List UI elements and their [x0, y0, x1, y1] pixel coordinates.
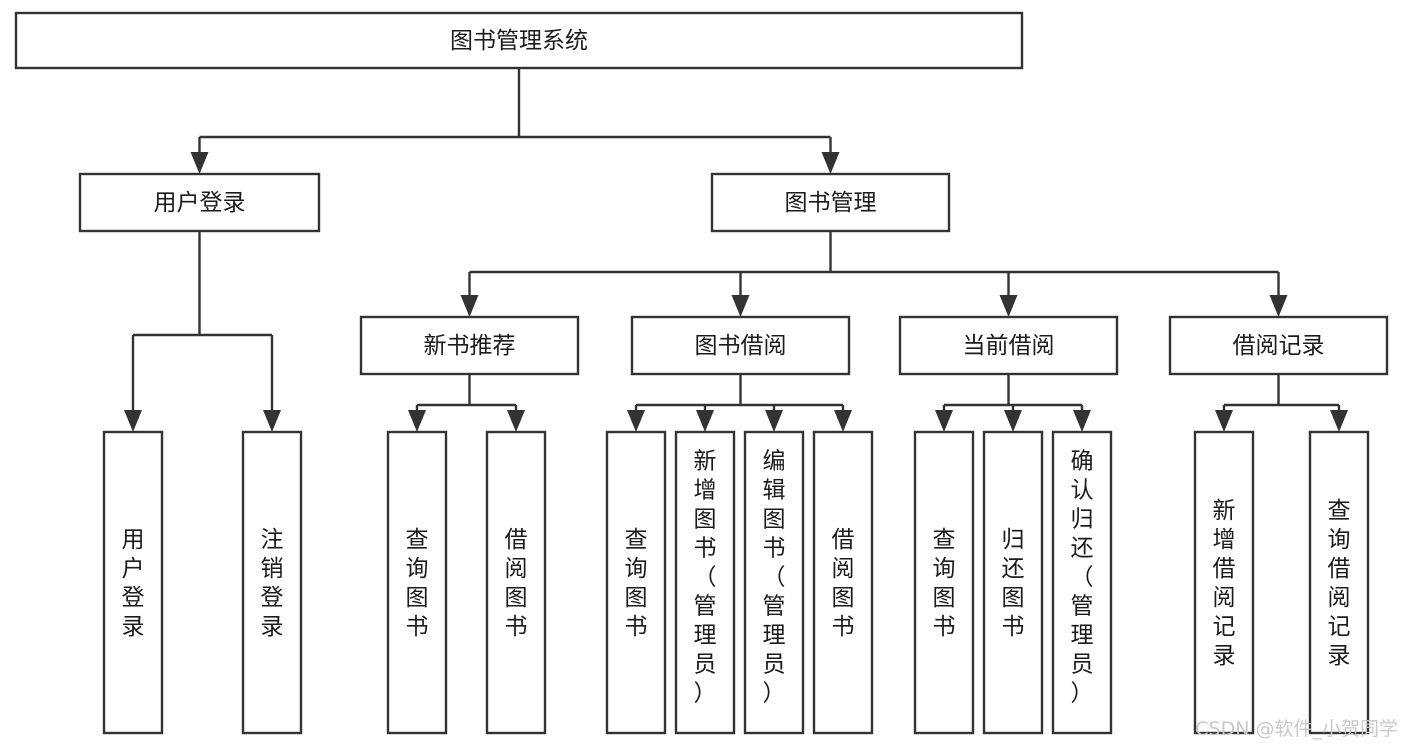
leaf-node-leaf-query-book-2[interactable]: 查询图书: [605, 430, 667, 735]
box-leaf-query-book-3[interactable]: [913, 430, 975, 735]
arrowhead-leaf-add-record: [1215, 410, 1233, 432]
arrowhead-book-borrow: [731, 295, 750, 317]
label-leaf-add-record: 新增借阅记录: [1213, 498, 1236, 669]
level3-node-new-book-recommend[interactable]: 新书推荐: [359, 315, 580, 376]
label-leaf-user-login: 用户登录: [122, 527, 145, 640]
box-leaf-add-record[interactable]: [1193, 430, 1255, 735]
leaf-node-leaf-user-login[interactable]: 用户登录: [102, 430, 164, 735]
label-book-borrow: 图书借阅: [695, 333, 787, 359]
arrowhead-leaf-add-book: [696, 410, 714, 432]
level2-node-user-login[interactable]: 用户登录: [78, 172, 321, 233]
level2-node-book-manage[interactable]: 图书管理: [710, 172, 951, 233]
box-borrow-record[interactable]: [1168, 315, 1389, 376]
label-book-manage: 图书管理: [785, 190, 877, 216]
arrowhead-leaf-query-book-1: [408, 410, 426, 432]
level3-node-current-borrow[interactable]: 当前借阅: [898, 315, 1119, 376]
label-user-login: 用户登录: [154, 190, 246, 216]
label-new-book-recommend: 新书推荐: [424, 333, 516, 359]
leaf-node-leaf-borrow-book-1[interactable]: 借阅图书: [485, 430, 547, 735]
box-leaf-edit-book[interactable]: [743, 430, 805, 735]
leaf-node-leaf-borrow-book-2[interactable]: 借阅图书: [812, 430, 874, 735]
label-leaf-confirm-return: 确认归还（管理员）: [1071, 449, 1094, 707]
connector-layer: [124, 68, 1348, 432]
leaf-node-leaf-edit-book[interactable]: 编辑图书（管理员）: [743, 430, 805, 735]
csdn-watermark: CSDN @软件_小贺同学: [1195, 718, 1398, 740]
arrowhead-borrow-record: [1269, 295, 1288, 317]
label-leaf-query-book-2: 查询图书: [625, 527, 648, 640]
box-leaf-borrow-book-2[interactable]: [812, 430, 874, 735]
node-layer: 图书管理系统用户登录图书管理新书推荐图书借阅当前借阅借阅记录用户登录注销登录查询…: [14, 11, 1389, 735]
box-leaf-logout[interactable]: [241, 430, 303, 735]
box-leaf-query-book-2[interactable]: [605, 430, 667, 735]
arrowhead-leaf-query-book-3: [935, 410, 953, 432]
label-leaf-add-book: 新增图书（管理员）: [694, 449, 717, 707]
arrowhead-leaf-user-login: [124, 410, 142, 432]
label-leaf-borrow-book-1: 借阅图书: [505, 527, 528, 640]
label-leaf-query-book-3: 查询图书: [933, 527, 956, 640]
arrowhead-new-book-recommend: [460, 295, 479, 317]
label-current-borrow: 当前借阅: [963, 333, 1055, 359]
leaf-node-leaf-query-book-1[interactable]: 查询图书: [386, 430, 448, 735]
arrowhead-leaf-query-book-2: [627, 410, 645, 432]
arrowhead-leaf-return-book: [1004, 410, 1022, 432]
arrowhead-user-login: [190, 152, 209, 174]
arrowhead-leaf-logout: [263, 410, 281, 432]
arrowhead-leaf-borrow-book-1: [507, 410, 525, 432]
label-leaf-query-book-1: 查询图书: [406, 527, 429, 640]
arrowhead-leaf-borrow-book-2: [834, 410, 852, 432]
box-root[interactable]: [14, 11, 1024, 70]
box-leaf-query-book-1[interactable]: [386, 430, 448, 735]
arrowhead-leaf-query-record: [1330, 410, 1348, 432]
leaf-node-leaf-return-book[interactable]: 归还图书: [982, 430, 1044, 735]
level3-node-book-borrow[interactable]: 图书借阅: [630, 315, 851, 376]
box-new-book-recommend[interactable]: [359, 315, 580, 376]
box-leaf-return-book[interactable]: [982, 430, 1044, 735]
leaf-node-leaf-query-book-3[interactable]: 查询图书: [913, 430, 975, 735]
arrowhead-current-borrow: [999, 295, 1018, 317]
box-book-borrow[interactable]: [630, 315, 851, 376]
box-leaf-query-record[interactable]: [1308, 430, 1370, 735]
box-leaf-confirm-return[interactable]: [1051, 430, 1113, 735]
label-root: 图书管理系统: [450, 28, 588, 54]
label-leaf-borrow-book-2: 借阅图书: [832, 527, 855, 640]
level3-node-borrow-record[interactable]: 借阅记录: [1168, 315, 1389, 376]
box-leaf-borrow-book-1[interactable]: [485, 430, 547, 735]
leaf-node-leaf-add-record[interactable]: 新增借阅记录: [1193, 430, 1255, 735]
box-current-borrow[interactable]: [898, 315, 1119, 376]
leaf-node-leaf-logout[interactable]: 注销登录: [241, 430, 303, 735]
box-user-login[interactable]: [78, 172, 321, 233]
leaf-node-leaf-add-book[interactable]: 新增图书（管理员）: [674, 430, 736, 735]
leaf-node-leaf-query-record[interactable]: 查询借阅记录: [1308, 430, 1370, 735]
root-node-root[interactable]: 图书管理系统: [14, 11, 1024, 70]
leaf-node-leaf-confirm-return[interactable]: 确认归还（管理员）: [1051, 430, 1113, 735]
label-leaf-query-record: 查询借阅记录: [1328, 498, 1351, 669]
label-leaf-edit-book: 编辑图书（管理员）: [763, 449, 786, 707]
box-leaf-add-book[interactable]: [674, 430, 736, 735]
label-borrow-record: 借阅记录: [1233, 333, 1325, 359]
arrowhead-leaf-edit-book: [765, 410, 783, 432]
box-leaf-user-login[interactable]: [102, 430, 164, 735]
label-leaf-return-book: 归还图书: [1002, 527, 1025, 640]
box-book-manage[interactable]: [710, 172, 951, 233]
arrowhead-book-manage: [821, 152, 840, 174]
label-leaf-logout: 注销登录: [261, 527, 284, 640]
arrowhead-leaf-confirm-return: [1073, 410, 1091, 432]
